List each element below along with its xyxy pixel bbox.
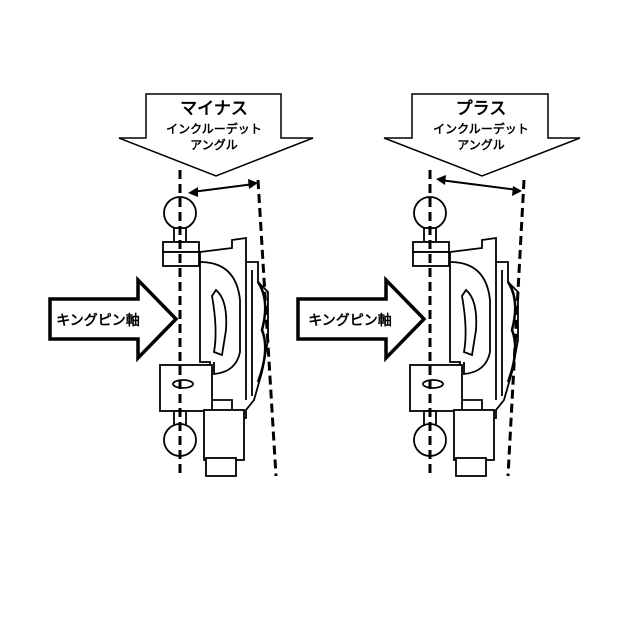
banner-line2-plus: インクルーデット (433, 121, 529, 136)
banner-line2-minus: インクルーデット (166, 121, 262, 136)
panel-minus: マイナス インクルーデット アングル (48, 93, 314, 478)
banner-arrow-plus (383, 93, 581, 177)
kingpin-axis-line-plus (506, 179, 526, 477)
kingpin-axis-line-minus (256, 179, 278, 477)
banner-title-minus: マイナス (180, 99, 248, 119)
panel-plus: プラス インクルーデット アングル (296, 93, 581, 478)
angle-dimension-plus (439, 179, 519, 191)
banner-line3-minus: アングル (190, 137, 238, 152)
kingpin-label-minus: キングピン軸 (56, 312, 140, 329)
steering-knuckle-minus (159, 196, 269, 477)
kingpin-arrow-minus (48, 275, 179, 363)
banner-line3-plus: アングル (457, 137, 505, 152)
angle-dimension-minus (191, 183, 255, 193)
steering-knuckle-plus (409, 196, 519, 477)
banner-arrow-minus (118, 93, 314, 177)
kingpin-label-plus: キングピン軸 (308, 312, 392, 329)
kingpin-arrow-plus (296, 275, 427, 363)
banner-title-plus: プラス (456, 98, 507, 119)
